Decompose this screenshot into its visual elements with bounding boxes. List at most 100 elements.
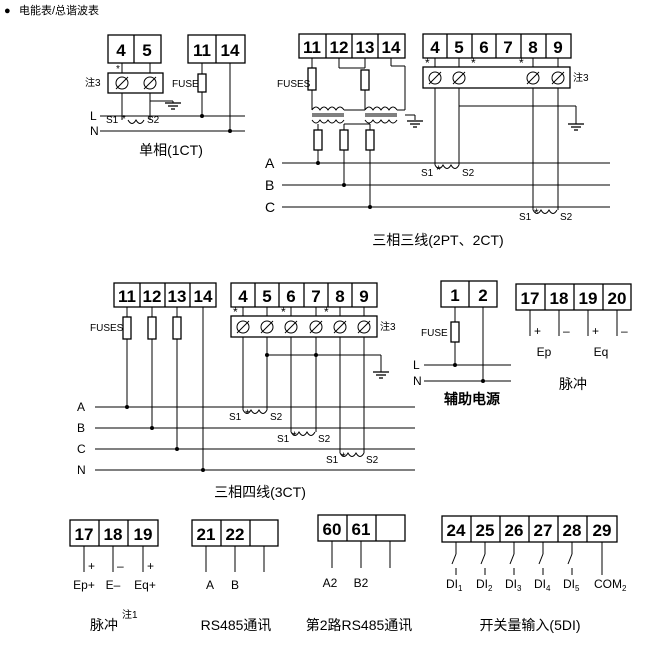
terminal-block-60-61 bbox=[317, 514, 406, 542]
fuse-label: FUSE bbox=[172, 79, 199, 90]
di-label: DI1 bbox=[446, 577, 463, 593]
terminal-label: 5 bbox=[454, 38, 463, 57]
ct-s1-label: S1 bbox=[326, 455, 339, 466]
rs485-2-caption: 第2路RS485通讯 bbox=[306, 617, 413, 633]
pulse-note: 注1 bbox=[122, 608, 138, 621]
phase-a-label: A bbox=[77, 400, 85, 414]
terminal-label: 6 bbox=[286, 287, 295, 306]
terminal-label: 1 bbox=[450, 286, 459, 305]
note-label: 注3 bbox=[573, 71, 589, 84]
line-l-label: L bbox=[90, 109, 97, 123]
pulse-bottom-caption: 脉冲 bbox=[90, 617, 118, 633]
terminal-label: 24 bbox=[447, 521, 466, 540]
terminal-label: 12 bbox=[143, 287, 162, 306]
di-com-label: COM2 bbox=[594, 577, 627, 593]
phase-c-label: C bbox=[77, 442, 86, 456]
terminal-label: 27 bbox=[534, 521, 553, 540]
rs485-caption: RS485通讯 bbox=[201, 617, 272, 633]
pulse-sign: + bbox=[534, 324, 541, 338]
polarity-star: * bbox=[534, 206, 539, 220]
polarity-star: * bbox=[341, 450, 346, 464]
ct-s2-label: S2 bbox=[147, 115, 160, 126]
terminal-label: 25 bbox=[476, 521, 495, 540]
terminal-label: 14 bbox=[194, 287, 213, 306]
terminal-label: 12 bbox=[330, 38, 349, 57]
di-label: DI4 bbox=[534, 577, 551, 593]
di-label: DI3 bbox=[505, 577, 522, 593]
pulse-label-eq: Eq bbox=[594, 345, 609, 359]
terminal-label: 20 bbox=[608, 289, 627, 308]
pulse-sign: – bbox=[563, 324, 570, 338]
polarity-star: * bbox=[245, 407, 250, 421]
pulse-sign: + bbox=[592, 324, 599, 338]
di-label: DI5 bbox=[563, 577, 580, 593]
di-switch-contacts bbox=[451, 542, 603, 575]
terminal-block-21-22 bbox=[191, 519, 279, 547]
terminal-label: 13 bbox=[356, 38, 375, 57]
pulse-output-top: 17 18 19 20 + – + – Ep Eq 脉冲 bbox=[515, 283, 632, 392]
terminal-label: 5 bbox=[262, 287, 271, 306]
pulse-label-ep-plus: Ep+ bbox=[73, 578, 95, 592]
terminal-label: 8 bbox=[528, 38, 537, 57]
single-phase-diagram: 4 5 11 14 * 注3 FUSE L N bbox=[85, 34, 246, 158]
terminal-label: 8 bbox=[335, 287, 344, 306]
pulse-sign: + bbox=[88, 559, 95, 573]
terminal-label: 26 bbox=[505, 521, 524, 540]
ct-s1-label: S1 bbox=[277, 434, 290, 445]
fuse-symbol bbox=[365, 129, 375, 151]
ct-s2-label: S2 bbox=[560, 212, 573, 223]
terminal-label: 61 bbox=[352, 520, 371, 539]
three-phase-4wire-diagram: 11 12 13 14 4 5 6 7 8 9 * * * 注3 bbox=[77, 282, 415, 500]
ct-s1-label: S1 bbox=[421, 168, 434, 179]
terminal-label: 17 bbox=[521, 289, 540, 308]
fuse-symbol bbox=[147, 316, 157, 340]
terminal-label: 11 bbox=[118, 287, 136, 306]
rs485-2-label-b2: B2 bbox=[354, 576, 369, 590]
line-n-label: N bbox=[413, 374, 422, 388]
polarity-star: * bbox=[436, 163, 441, 177]
terminal-label: 19 bbox=[579, 289, 598, 308]
line-n-label: N bbox=[90, 124, 99, 138]
note-label: 注3 bbox=[380, 320, 396, 333]
ct-s2-label: S2 bbox=[270, 412, 283, 423]
terminal-label: 14 bbox=[221, 41, 240, 60]
terminal-label: 21 bbox=[197, 525, 216, 544]
three-phase-4wire-caption: 三相四线(3CT) bbox=[214, 484, 306, 500]
note-label: 注3 bbox=[85, 76, 101, 89]
terminal-label: 5 bbox=[142, 41, 151, 60]
polarity-star: * bbox=[519, 56, 524, 70]
rs485-2-diagram: 60 61 A2 B2 第2路RS485通讯 bbox=[306, 514, 413, 633]
terminal-label: 29 bbox=[593, 521, 612, 540]
terminal-label: 11 bbox=[303, 38, 321, 57]
terminal-label: 9 bbox=[553, 38, 562, 57]
polarity-star: * bbox=[233, 305, 238, 319]
fuse-symbol bbox=[122, 316, 132, 340]
terminal-label: 2 bbox=[478, 286, 487, 305]
terminal-label: 14 bbox=[382, 38, 401, 57]
phase-b-label: B bbox=[77, 421, 85, 435]
aux-power-caption: 辅助电源 bbox=[444, 391, 500, 407]
terminal-label: 18 bbox=[104, 525, 123, 544]
pulse-top-caption: 脉冲 bbox=[559, 376, 587, 392]
ct-s1-label: S1 bbox=[106, 115, 119, 126]
terminal-label: 4 bbox=[430, 38, 440, 57]
terminal-label: 9 bbox=[359, 287, 368, 306]
ct-s2-label: S2 bbox=[366, 455, 379, 466]
terminal-label: 13 bbox=[168, 287, 187, 306]
terminal-block-current bbox=[422, 33, 572, 59]
terminal-label: 7 bbox=[311, 287, 320, 306]
ct-s1-label: S1 bbox=[229, 412, 242, 423]
terminal-label: 60 bbox=[323, 520, 342, 539]
fuse-symbol bbox=[172, 316, 182, 340]
pulse-output-bottom: 17 18 19 + – + Ep+ E– Eq+ 脉冲 注1 bbox=[69, 519, 159, 633]
rs485-2-label-a2: A2 bbox=[323, 576, 338, 590]
aux-power-diagram: 1 2 FUSE L N 辅助电源 bbox=[413, 280, 511, 407]
phase-a-label: A bbox=[265, 155, 275, 171]
polarity-star: * bbox=[425, 56, 430, 70]
single-phase-caption: 单相(1CT) bbox=[139, 142, 203, 158]
terminal-label: 28 bbox=[563, 521, 582, 540]
fuse-symbol bbox=[339, 129, 349, 151]
pulse-sign: – bbox=[621, 324, 628, 338]
line-l-label: L bbox=[413, 358, 420, 372]
